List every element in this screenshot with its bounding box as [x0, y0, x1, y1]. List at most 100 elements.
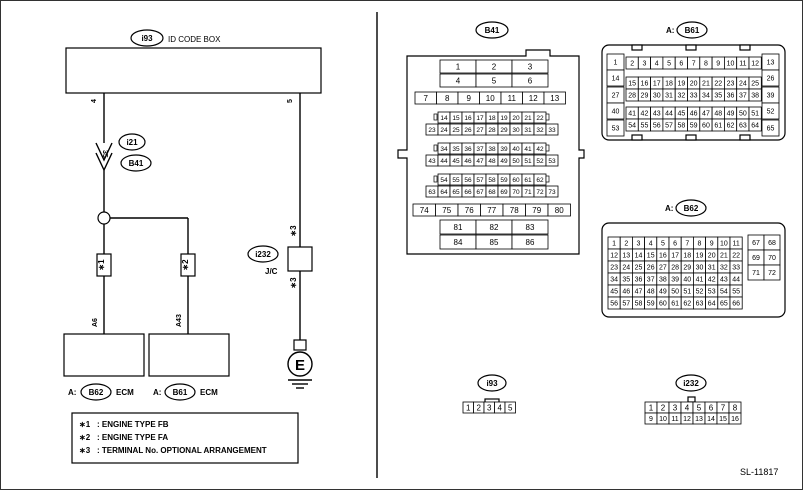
- b62-pin-65: 65: [720, 301, 728, 308]
- b62-pin-56: 56: [610, 301, 618, 308]
- b41-pin-10: 10: [486, 94, 495, 103]
- b41-pin-1: 1: [456, 62, 461, 71]
- b61-pin-26: 26: [767, 76, 775, 83]
- b61-pin-50: 50: [739, 111, 747, 118]
- b41-pin-38: 38: [488, 146, 496, 153]
- b61-pin-57: 57: [665, 123, 673, 130]
- b41-pin-2: 2: [492, 62, 497, 71]
- b61-pin-27: 27: [612, 93, 620, 100]
- pin-cell: [547, 203, 571, 217]
- pin-cell: [606, 69, 625, 87]
- b41-pin-51: 51: [524, 158, 532, 165]
- b62-pin-8: 8: [698, 241, 702, 248]
- b61-pin-8: 8: [704, 61, 708, 68]
- id-code-box: [65, 47, 322, 94]
- b41-pin-49: 49: [500, 158, 508, 165]
- b62-pin-37: 37: [647, 277, 655, 284]
- b62-pin-58: 58: [635, 301, 643, 308]
- b41-pin-18: 18: [488, 115, 496, 122]
- pin-cell: [504, 401, 516, 414]
- b61-pin-21: 21: [702, 81, 710, 88]
- star2-marker: [180, 253, 196, 277]
- b61-pin-1: 1: [614, 60, 618, 67]
- b62-pin-63: 63: [696, 301, 704, 308]
- star1-text: ∗1: [97, 259, 106, 271]
- b62-pin-51: 51: [683, 289, 691, 296]
- b62-pin-57: 57: [622, 301, 630, 308]
- b62-pin-1: 1: [612, 241, 616, 248]
- b61-pin-11: 11: [739, 61, 746, 68]
- b62-pin-32: 32: [720, 265, 728, 272]
- b62-pin-50: 50: [671, 289, 679, 296]
- pin-cell: [748, 118, 762, 132]
- b61-pin-40: 40: [612, 109, 620, 116]
- ecm-box-1: [63, 333, 145, 377]
- b62-pin-67: 67: [752, 240, 760, 247]
- b61-pin-52: 52: [767, 109, 775, 116]
- legend-mark-3: ∗3: [79, 446, 91, 455]
- i232-pin-10: 10: [659, 416, 667, 423]
- b61-pin-46: 46: [690, 111, 698, 118]
- b61-pin-31: 31: [665, 93, 673, 100]
- b41-pin-24: 24: [440, 127, 448, 134]
- b41-pin-12: 12: [529, 94, 538, 103]
- i232-pin-16: 16: [731, 416, 739, 423]
- b62-pin-69: 69: [752, 255, 760, 262]
- b41-pin-62: 62: [536, 177, 544, 184]
- b62-pin-53: 53: [708, 289, 716, 296]
- b41-pin-68: 68: [488, 189, 496, 196]
- legend-box: [71, 412, 299, 464]
- b62-pin-68: 68: [768, 240, 776, 247]
- b41-pin-16: 16: [464, 115, 472, 122]
- b61-pin-49: 49: [727, 111, 735, 118]
- b41-ref-oval: [120, 154, 152, 172]
- b61-pin-58: 58: [677, 123, 685, 130]
- b41-pin-9: 9: [467, 94, 472, 103]
- b62-pin-46: 46: [622, 289, 630, 296]
- i232-pin-12: 12: [683, 416, 691, 423]
- legend-text-2: : ENGINE TYPE FA: [97, 433, 168, 442]
- b41-pin-35: 35: [452, 146, 460, 153]
- b62-pin-24: 24: [622, 265, 630, 272]
- b41-pin-78: 78: [510, 206, 519, 215]
- b62-pin-60: 60: [659, 301, 667, 308]
- b62-pin-6: 6: [673, 241, 677, 248]
- b41-pin-57: 57: [476, 177, 484, 184]
- ecm2-name: ECM: [200, 388, 218, 397]
- b62-pin-11: 11: [732, 241, 739, 248]
- b62-pin-62: 62: [683, 301, 691, 308]
- b41-pin-61: 61: [524, 177, 532, 184]
- pin-cell: [545, 185, 559, 198]
- b41-pin-43: 43: [428, 158, 436, 165]
- b41-pin-32: 32: [536, 127, 544, 134]
- b61-pin-23: 23: [727, 81, 735, 88]
- pin-cell: [511, 73, 549, 88]
- jc-star-top: ∗3: [289, 225, 298, 237]
- i232-pin-3: 3: [673, 403, 678, 412]
- pin-cell: [748, 56, 762, 70]
- b61-pin-39: 39: [767, 93, 775, 100]
- ground-terminal: [293, 339, 307, 351]
- i93-ref-oval: [130, 29, 164, 47]
- b41-pin-64: 64: [440, 189, 448, 196]
- pin-cell: [543, 91, 566, 105]
- b41-pin-37: 37: [476, 146, 484, 153]
- b62-pin-54: 54: [720, 289, 728, 296]
- b62-pin-4: 4: [649, 241, 653, 248]
- i232-pin-15: 15: [719, 416, 727, 423]
- i232-pin-14: 14: [707, 416, 715, 423]
- i93-ref: i93: [141, 34, 153, 43]
- b62-prefix: A:: [665, 204, 673, 213]
- b41-ref: B41: [129, 159, 144, 168]
- b41-pin-42: 42: [536, 146, 544, 153]
- b62-pin-49: 49: [659, 289, 667, 296]
- b61-pin-53: 53: [612, 126, 620, 133]
- ecm2-conn-oval: [164, 383, 196, 401]
- pin-cell: [763, 264, 781, 281]
- b62-pin-14: 14: [635, 253, 643, 260]
- b41-title: B41: [485, 26, 500, 35]
- pin-cell: [761, 102, 780, 120]
- b41-pin-41: 41: [524, 146, 532, 153]
- b61-pin-41: 41: [628, 111, 636, 118]
- b61-pin-17: 17: [653, 81, 661, 88]
